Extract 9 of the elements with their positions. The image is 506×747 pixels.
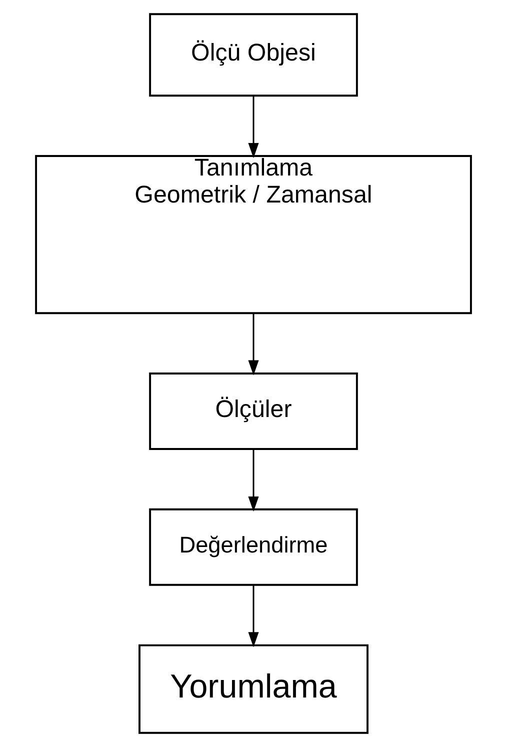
arrow: [248, 313, 258, 376]
arrow: [248, 96, 258, 158]
arrow: [248, 449, 258, 512]
node-box: Ölçüler: [148, 372, 358, 450]
node-box: Ölçü Objesi: [148, 13, 358, 97]
arrow: [248, 585, 258, 648]
node-box: Değerlendirme: [148, 508, 358, 586]
node-box: Tanımlama Geometrik / Zamansal: [34, 155, 472, 314]
node-box: Yorumlama: [138, 644, 368, 734]
